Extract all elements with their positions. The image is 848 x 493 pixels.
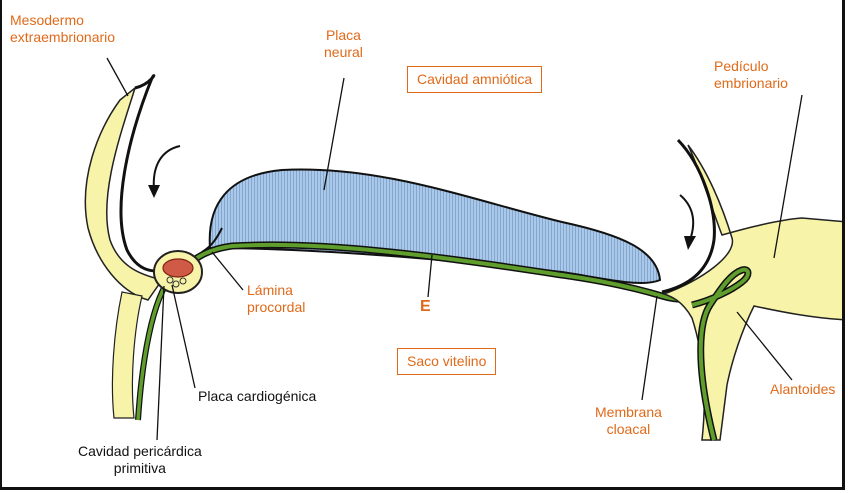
left-mesoderm [85, 88, 162, 300]
label-lamina-line1: Lámina [247, 282, 305, 299]
left-arrowhead [148, 185, 160, 198]
label-placa-cardiogenica: Placa cardiogénica [198, 388, 316, 405]
label-pediculo-line1: Pedículo [714, 58, 788, 75]
label-cavidad-amniotica: Cavidad amniótica [407, 66, 542, 93]
label-membrana-line2: cloacal [595, 421, 662, 438]
label-lamina-line2: procordal [247, 299, 305, 316]
label-mesodermo-line1: Mesodermo [10, 12, 115, 29]
left-folding-arrow [154, 146, 180, 190]
neural-plate [210, 170, 660, 283]
label-placa-neural-line2: neural [324, 44, 363, 61]
label-mesodermo-line2: extraembrionario [10, 29, 115, 46]
label-pediculo: Pedículo embrionario [714, 58, 788, 92]
label-placa-neural-line1: Placa [324, 27, 363, 44]
label-e: E [420, 298, 431, 315]
label-saco-vitelino: Saco vitelino [397, 348, 496, 375]
label-pediculo-line2: embrionario [714, 75, 788, 92]
label-lamina-procordal: Lámina procordal [247, 282, 305, 316]
label-mesodermo: Mesodermo extraembrionario [10, 12, 115, 46]
label-membrana-line1: Membrana [595, 404, 662, 421]
label-cavidad-pericardica-line2: primitiva [78, 460, 202, 477]
label-placa-neural: Placa neural [324, 27, 363, 61]
right-arrowhead [684, 236, 696, 250]
cardiogenic-plate [163, 259, 193, 277]
right-amnion-line [662, 140, 714, 292]
label-membrana-cloacal: Membrana cloacal [595, 404, 662, 438]
label-cavidad-pericardica: Cavidad pericárdica primitiva [78, 443, 202, 477]
label-alantoides: Alantoides [770, 381, 835, 398]
label-cavidad-pericardica-line1: Cavidad pericárdica [78, 443, 202, 460]
right-folding-arrow [680, 195, 693, 240]
